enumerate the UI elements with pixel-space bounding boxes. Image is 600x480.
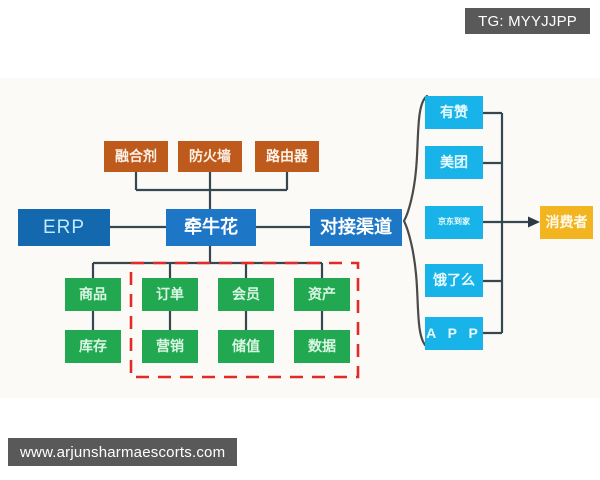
node-module-order[interactable]: 订单	[142, 278, 198, 311]
node-label: 有赞	[440, 104, 468, 121]
node-label: 商品	[79, 286, 107, 303]
node-label: 储值	[232, 338, 260, 355]
node-label: 路由器	[266, 148, 308, 165]
node-label: 对接渠道	[320, 217, 392, 238]
node-router[interactable]: 路由器	[255, 141, 319, 172]
node-module-goods[interactable]: 商品	[65, 278, 121, 311]
node-label: 饿了么	[433, 272, 475, 289]
node-module-member[interactable]: 会员	[218, 278, 274, 311]
node-module-inventory[interactable]: 库存	[65, 330, 121, 363]
node-label: 京东到家	[438, 217, 470, 227]
node-label: 数据	[308, 338, 336, 355]
node-label: 防火墙	[189, 148, 231, 165]
node-module-marketing[interactable]: 营销	[142, 330, 198, 363]
node-firewall[interactable]: 防火墙	[178, 141, 242, 172]
node-module-data[interactable]: 数据	[294, 330, 350, 363]
node-label: 融合剂	[115, 148, 157, 165]
node-label: A P P	[426, 325, 482, 342]
node-ronghe-agent[interactable]: 融合剂	[104, 141, 168, 172]
node-label: 库存	[79, 338, 107, 355]
site-watermark-text: www.arjunsharmaescorts.com	[20, 443, 226, 461]
node-label: 会员	[232, 286, 260, 303]
node-channel-meituan[interactable]: 美团	[425, 146, 483, 179]
node-label: 订单	[156, 286, 184, 303]
node-qianniuhua[interactable]: 牵牛花	[166, 209, 256, 246]
node-label: 资产	[308, 286, 336, 303]
node-label: 消费者	[545, 214, 588, 231]
node-label: 美团	[440, 154, 468, 171]
node-channel-eleme[interactable]: 饿了么	[425, 264, 483, 297]
node-label: ERP	[42, 216, 86, 238]
node-consumer[interactable]: 消费者	[540, 206, 593, 239]
node-label: 牵牛花	[184, 217, 238, 238]
node-channel-hub[interactable]: 对接渠道	[310, 209, 402, 246]
site-watermark: www.arjunsharmaescorts.com	[8, 438, 238, 466]
telegram-watermark: TG: MYYJJPP	[465, 8, 590, 34]
node-label: 营销	[156, 338, 184, 355]
node-channel-jingdong-daojia[interactable]: 京东到家	[425, 206, 483, 239]
node-erp[interactable]: ERP	[18, 209, 110, 246]
node-channel-youzan[interactable]: 有赞	[425, 96, 483, 129]
telegram-watermark-text: TG: MYYJJPP	[478, 12, 577, 30]
node-module-stored-value[interactable]: 储值	[218, 330, 274, 363]
node-module-assets[interactable]: 资产	[294, 278, 350, 311]
node-channel-app[interactable]: A P P	[425, 317, 483, 350]
